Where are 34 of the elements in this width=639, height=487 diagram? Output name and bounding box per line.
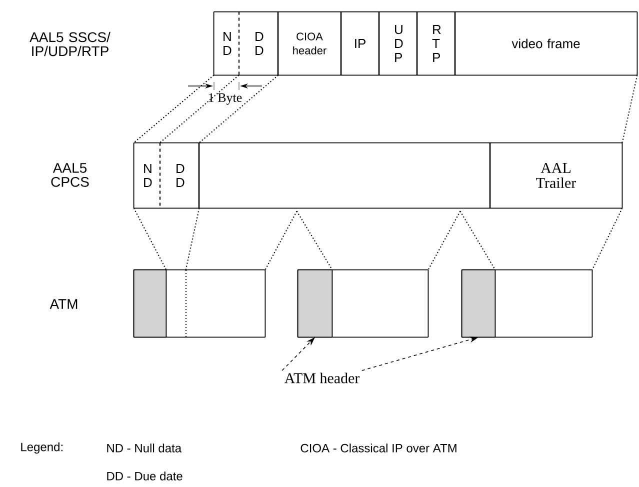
projection-line	[460, 210, 496, 270]
projection-line	[133, 208, 167, 270]
header-box	[461, 269, 496, 338]
legend-entry: ND - Null data	[107, 444, 182, 452]
row-label: ATM	[50, 299, 78, 309]
legend-entry: CIOA - Classical IP over ATM	[300, 444, 456, 452]
field-box: video frame	[454, 11, 638, 76]
projection-line	[296, 210, 333, 270]
field-box	[198, 142, 491, 209]
projection-line	[133, 74, 214, 144]
projection-line	[198, 74, 279, 144]
field-box: AAL Trailer	[489, 142, 623, 209]
field-box: R T P	[416, 11, 456, 76]
projection-line	[185, 208, 200, 270]
row-label: AAL5 CPCS	[51, 163, 89, 187]
field-box: U D P	[378, 11, 418, 76]
field-box: N D	[213, 11, 240, 76]
field-box: IP	[340, 11, 380, 76]
dimension-label: 1 Byte	[209, 93, 242, 105]
header-box	[297, 269, 333, 338]
header-box	[133, 269, 167, 338]
field-box: D D	[238, 11, 279, 76]
legend-heading: Legend:	[21, 442, 62, 454]
projection-line	[428, 210, 461, 270]
field-box: D D	[159, 142, 200, 209]
callout-text: ATM header	[284, 372, 360, 384]
projection-line	[264, 210, 298, 270]
projection-line	[622, 75, 638, 143]
field-box: N D	[133, 142, 161, 209]
projection-line	[592, 208, 623, 270]
projection-line	[159, 74, 240, 144]
field-box: CIOA header	[277, 11, 342, 76]
legend-entry: DD - Due date	[107, 472, 182, 480]
row-label: AAL5 SSCS/ IP/UDP/RTP	[30, 32, 110, 56]
